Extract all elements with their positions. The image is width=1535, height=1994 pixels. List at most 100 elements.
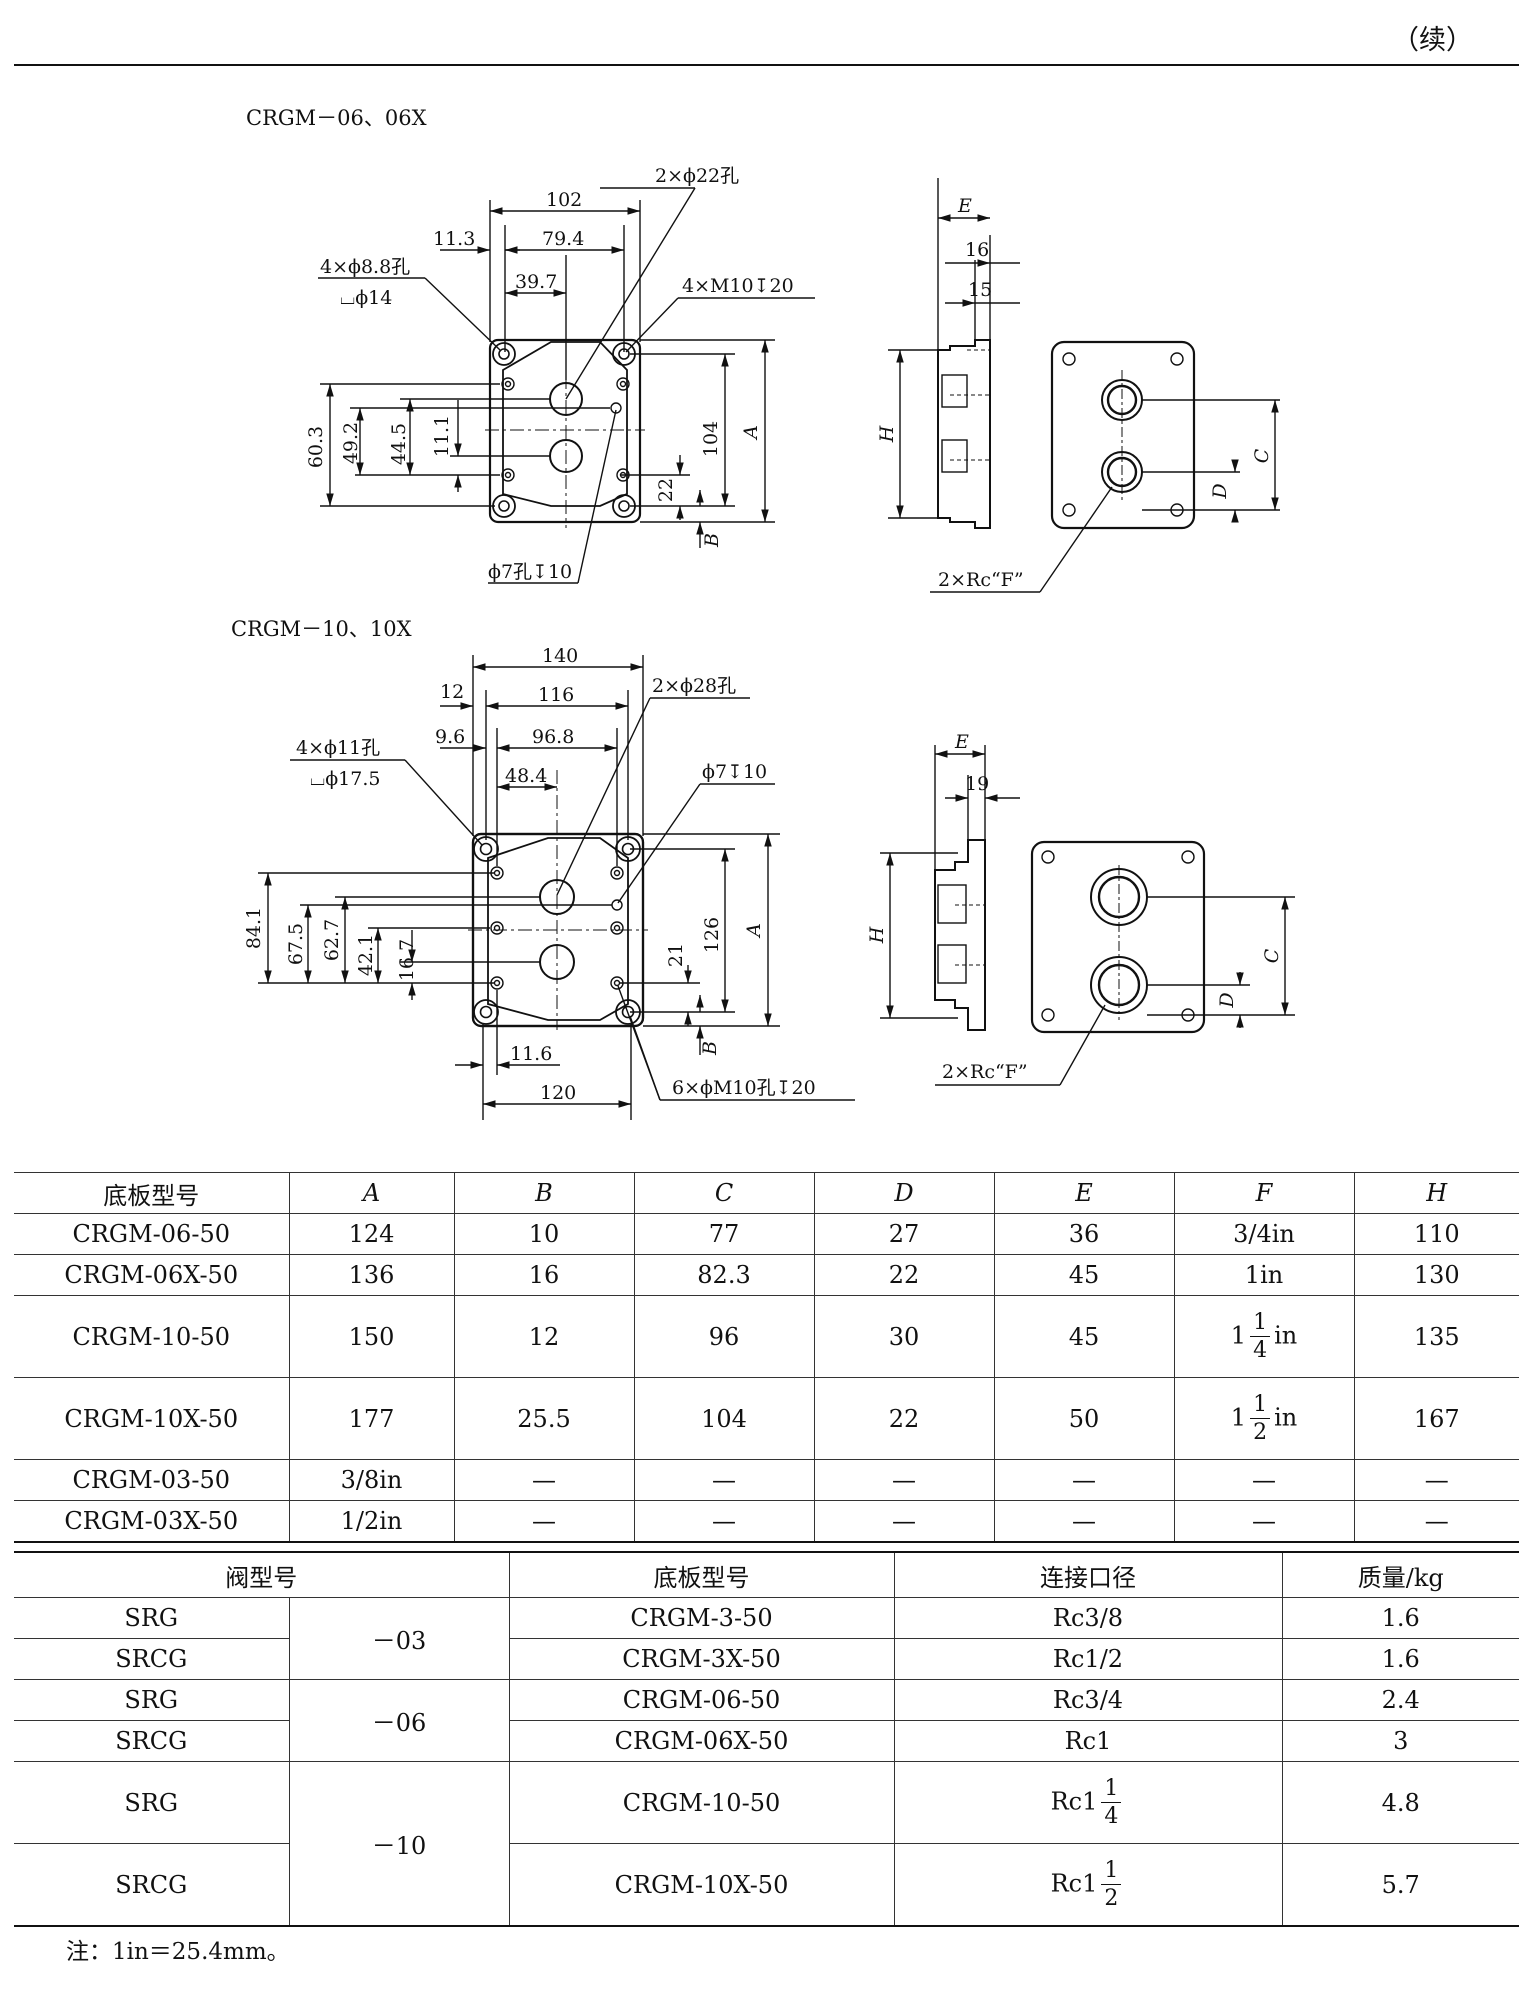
cell: — <box>453 1459 635 1501</box>
dim-11-6: 11.6 <box>510 1043 552 1065</box>
dim-A-2: A <box>743 923 765 939</box>
cell: 3/4in <box>1173 1213 1355 1255</box>
callout-6xM10: 6×ϕM10孔↧20 <box>672 1077 816 1099</box>
cell: CRGM-3X-50 <box>508 1638 895 1680</box>
valve-baseplate-table: 阀型号 底板型号 连接口径 质量/kg SRG －03 CRGM-3-50 Rc… <box>14 1551 1519 1927</box>
callout-ports-1: 2×Rc“F” <box>938 569 1024 591</box>
dim-E-2: E <box>954 731 969 753</box>
table-row: CRGM-03-50 3/8in — — — — — — <box>14 1459 1519 1501</box>
callout-4xM10: 4×M10↧20 <box>682 275 794 297</box>
callout-2x28-holes: 2×ϕ28孔 <box>652 675 736 697</box>
dim-22: 22 <box>655 478 677 502</box>
dim-B-2: B <box>699 1041 721 1056</box>
cell: — <box>453 1500 635 1543</box>
cell: 2.4 <box>1281 1679 1519 1721</box>
cell: 16 <box>453 1254 635 1296</box>
dim-126: 126 <box>701 917 723 953</box>
cell: — <box>813 1500 995 1543</box>
callout-counterbore-14: ⌴ϕ14 <box>340 287 392 309</box>
cell: — <box>633 1500 815 1543</box>
cell: CRGM-10-50 <box>14 1295 290 1378</box>
dim-60-3: 60.3 <box>305 426 327 468</box>
callout-7-hole-2: ϕ7↧10 <box>702 761 767 783</box>
cell: 167 <box>1353 1377 1519 1460</box>
dim-15: 15 <box>968 279 992 301</box>
col-header: D <box>813 1172 995 1214</box>
cell: CRGM-06X-50 <box>508 1720 895 1762</box>
callout-counterbore-17-5: ⌴ϕ17.5 <box>310 768 380 790</box>
col-header: 阀型号 <box>14 1551 510 1598</box>
cell: 22 <box>813 1377 995 1460</box>
cell: SRCG <box>14 1843 290 1927</box>
port-prefix: Rc1 <box>1050 1787 1098 1815</box>
cell: 1in <box>1173 1254 1355 1296</box>
col-header: 质量/kg <box>1281 1551 1519 1598</box>
cell: Rc1 <box>893 1720 1283 1762</box>
dim-12: 12 <box>440 681 464 703</box>
callout-ports-2: 2×Rc“F” <box>942 1061 1028 1083</box>
table-row: SRCG CRGM-3X-50 Rc1/2 1.6 <box>14 1638 1519 1680</box>
cell: CRGM-10X-50 <box>14 1377 290 1460</box>
cell: — <box>993 1459 1175 1501</box>
col-header: C <box>633 1172 815 1214</box>
cell: 3/8in <box>288 1459 455 1501</box>
numerator: 1 <box>1101 1777 1122 1803</box>
dim-62-7: 62.7 <box>321 919 343 961</box>
denominator: 4 <box>1104 1803 1119 1829</box>
cell: Rc3/4 <box>893 1679 1283 1721</box>
dim-44-5: 44.5 <box>388 423 410 465</box>
dim-C-2: C <box>1261 948 1283 963</box>
cell: 22 <box>813 1254 995 1296</box>
cell: 45 <box>993 1295 1175 1378</box>
cell: 10 <box>453 1213 635 1255</box>
baseplate-dimension-table: 底板型号 A B C D E F H CRGM-06-50 124 10 77 … <box>14 1172 1519 1543</box>
table-row: SRCG CRGM-06X-50 Rc1 3 <box>14 1720 1519 1762</box>
cell: Rc3/8 <box>893 1597 1283 1639</box>
dim-102: 102 <box>546 189 582 211</box>
denominator: 2 <box>1253 1419 1268 1445</box>
cell: 4.8 <box>1281 1761 1519 1844</box>
table-header-row: 底板型号 A B C D E F H <box>14 1172 1519 1214</box>
cell: 150 <box>288 1295 455 1378</box>
drawing2-title: CRGM－10、10X <box>231 617 412 641</box>
unit: in <box>1274 1321 1298 1349</box>
cell: 82.3 <box>633 1254 815 1296</box>
col-header: 连接口径 <box>893 1551 1283 1598</box>
cell: 124 <box>288 1213 455 1255</box>
cell: — <box>1173 1459 1355 1501</box>
cell: 77 <box>633 1213 815 1255</box>
cell: SRCG <box>14 1638 290 1680</box>
dim-67-5: 67.5 <box>285 923 307 965</box>
cell: — <box>1353 1459 1519 1501</box>
col-header: F <box>1173 1172 1355 1214</box>
table-row: SRG －06 CRGM-06-50 Rc3/4 2.4 <box>14 1679 1519 1762</box>
drawing1-side-view: E 16 15 H <box>876 178 1020 529</box>
cell-size: －06 <box>288 1679 510 1762</box>
col-header: 底板型号 <box>508 1551 895 1598</box>
table-row: CRGM-06-50 124 10 77 27 36 3/4in 110 <box>14 1213 1519 1255</box>
cell: — <box>633 1459 815 1501</box>
cell: Rc1/2 <box>893 1638 1283 1680</box>
cell: 5.7 <box>1281 1843 1519 1927</box>
numerator: 1 <box>1250 1311 1271 1337</box>
cell: 135 <box>1353 1295 1519 1378</box>
dim-H-2: H <box>866 926 888 944</box>
cell: CRGM-06-50 <box>508 1679 895 1721</box>
dim-D-2: D <box>1216 992 1238 1008</box>
whole: 1 <box>1230 1403 1247 1431</box>
drawing2-side-view: E 19 H <box>866 731 1020 1031</box>
dim-9-6: 9.6 <box>435 726 465 748</box>
dim-D-1: D <box>1209 483 1231 499</box>
cell: CRGM-03-50 <box>14 1459 290 1501</box>
dim-11-1: 11.1 <box>431 415 453 457</box>
col-header: B <box>453 1172 635 1214</box>
numerator: 1 <box>1250 1393 1271 1419</box>
cell: 3 <box>1281 1720 1519 1762</box>
cell: SRCG <box>14 1720 290 1762</box>
technical-drawing: CRGM－06、06X 102 79.4 11.3 39.7 60.3 <box>231 106 1295 1120</box>
